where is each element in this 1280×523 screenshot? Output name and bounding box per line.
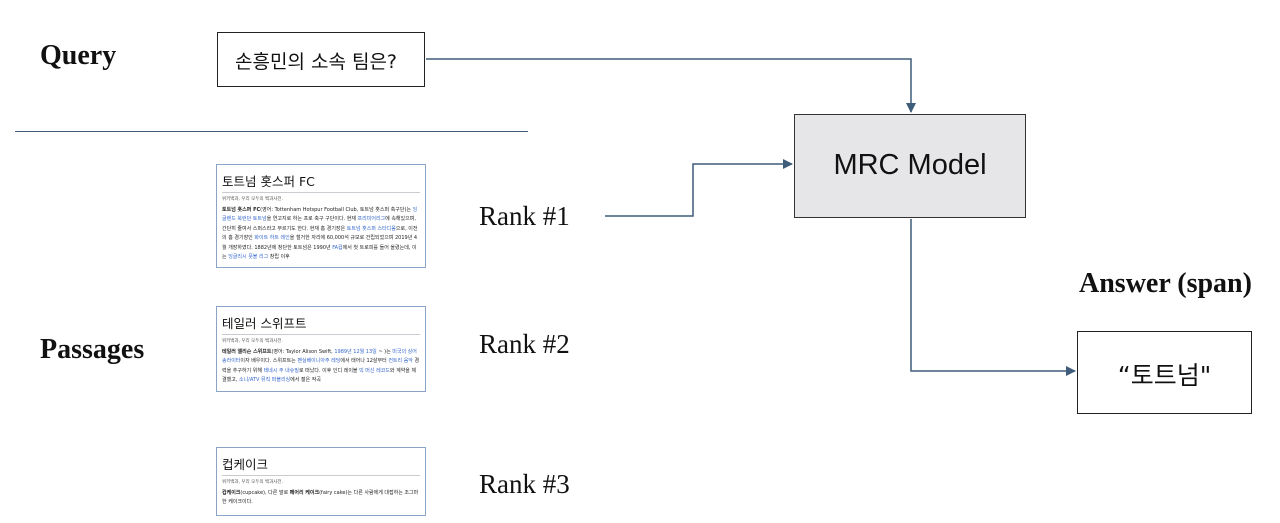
passage-text: 페어리 케이크 xyxy=(289,490,320,496)
passage-card-2: 테일러 스위프트 위키백과, 우리 모두의 백과사전. 테일러 앨리슨 스위프트… xyxy=(216,306,426,392)
passage-link[interactable]: 화이트 하트 레인 xyxy=(254,235,290,242)
passage-text: 와 계약을 체결했고, xyxy=(222,367,417,384)
passage-link[interactable]: 토트넘 홋스퍼 스타디움 xyxy=(346,225,396,232)
model-to-answer-arrow xyxy=(910,219,1076,376)
rank-label-1: Rank #1 xyxy=(479,201,570,231)
passage-link[interactable]: 1989년 12월 13일 xyxy=(334,349,377,355)
passage-link[interactable]: 프리미어리그 xyxy=(357,216,386,223)
answer-label: Answer (span) xyxy=(1079,268,1252,299)
mrc-model-label: MRC Model xyxy=(833,149,987,181)
query-text: 손흥민의 소속 팀은? xyxy=(235,51,398,73)
passage-card-3: 컵케이크 위키백과, 우리 모두의 백과사전. 컵케이크(cupcake), 다… xyxy=(216,447,426,516)
passage-text: (영어: Tottenham Hotspur Football Club, 토트… xyxy=(260,207,413,213)
passage-body: 컵케이크(cupcake), 다른 말로 페어리 케이크(fairy cake)… xyxy=(217,485,425,508)
passage-text: 이자 배우이다. 스위프트는 xyxy=(240,358,298,365)
passage-body: 토트넘 홋스퍼 FC(영어: Tottenham Hotspur Footbal… xyxy=(217,202,425,262)
passage-text: 로 떠났다. 이후 인디 레이블 xyxy=(298,367,360,374)
passage-link[interactable]: 빅 머신 레코드 xyxy=(359,367,390,374)
rank1-to-model-arrow xyxy=(605,159,793,217)
rank-label-3: Rank #3 xyxy=(479,469,570,499)
query-label: Query xyxy=(40,40,117,71)
passage-subtitle: 위키백과, 우리 모두의 백과사전. xyxy=(222,339,283,344)
passage-text: 에서 태어나 12살부터 xyxy=(340,358,389,365)
passage-subtitle: 위키백과, 우리 모두의 백과사전. xyxy=(222,480,283,485)
passage-link[interactable]: 소니/ATV 뮤직 퍼블리싱 xyxy=(238,377,291,384)
passage-title: 토트넘 홋스퍼 FC xyxy=(222,165,420,193)
query-box: 손흥민의 소속 팀은? xyxy=(217,32,425,87)
passage-body: 테일러 앨리슨 스위프트(영어: Taylor Alison Swift, 19… xyxy=(217,344,425,386)
passage-link[interactable]: 미국의 싱어송라이터 xyxy=(222,349,417,365)
passage-text: 경력을 추구하기 위해 xyxy=(222,358,420,374)
passage-title: 컵케이크 xyxy=(222,448,420,476)
passages-label: Passages xyxy=(40,334,145,365)
passage-text: 창립 이후 xyxy=(268,254,290,261)
passage-title: 테일러 스위프트 xyxy=(222,307,420,335)
section-divider xyxy=(15,131,528,132)
passage-text: (fairy cake)는 다른 사람에게 대접하는 조그마한 케이크이다. xyxy=(222,490,419,506)
passage-text: 에 속해있으며, 간단히 줄여서 스퍼스라고 부르기도 한다. 현재 홈 경기장… xyxy=(222,216,416,232)
passage-text: (cupcake), 다른 말로 xyxy=(240,490,290,496)
passage-text: 을 연고지로 하는 프로 축구 구단이다. 현재 xyxy=(266,216,358,223)
passage-link[interactable]: 잉글랜드 북런던 토트넘 xyxy=(222,207,418,223)
passage-text: 을 철거한 자리에 60,000석 규모로 건립되었으며 2019년 4월 개장… xyxy=(222,235,418,251)
passage-link[interactable]: 잉글리시 풋볼 리그 xyxy=(228,254,269,261)
passage-link[interactable]: 컨트리 음악 xyxy=(388,358,413,365)
passage-text: 테일러 앨리슨 스위프트 xyxy=(222,349,272,355)
passage-text: ~ )는 xyxy=(376,349,393,355)
passage-text: 에서 젊은 작곡 xyxy=(290,377,321,384)
answer-box: “토트넘" xyxy=(1077,331,1252,414)
passage-subtitle: 위키백과, 우리 모두의 백과사전. xyxy=(222,197,283,202)
query-to-model-arrow xyxy=(426,58,916,113)
passage-text: 컵케이크 xyxy=(222,490,241,496)
answer-text: “토트넘" xyxy=(1117,361,1212,390)
passage-text: 으로, 이전의 홈 경기장인 xyxy=(222,225,418,242)
passage-link[interactable]: 테네시 주 내슈빌 xyxy=(263,367,299,374)
passage-text: 토트넘 홋스퍼 FC xyxy=(222,207,261,213)
passage-link[interactable]: FA컵 xyxy=(332,244,343,251)
passage-text: 에서 첫 트로피를 들어 올렸는데, 이는 xyxy=(222,244,417,261)
mrc-model-box: MRC Model xyxy=(794,114,1026,218)
rank-label-2: Rank #2 xyxy=(479,329,570,359)
passage-link[interactable]: 펜실베이니아주 레딩 xyxy=(297,358,341,365)
passage-text: (영어: Taylor Alison Swift, xyxy=(271,349,335,355)
passage-card-1: 토트넘 홋스퍼 FC 위키백과, 우리 모두의 백과사전. 토트넘 홋스퍼 FC… xyxy=(216,164,426,268)
